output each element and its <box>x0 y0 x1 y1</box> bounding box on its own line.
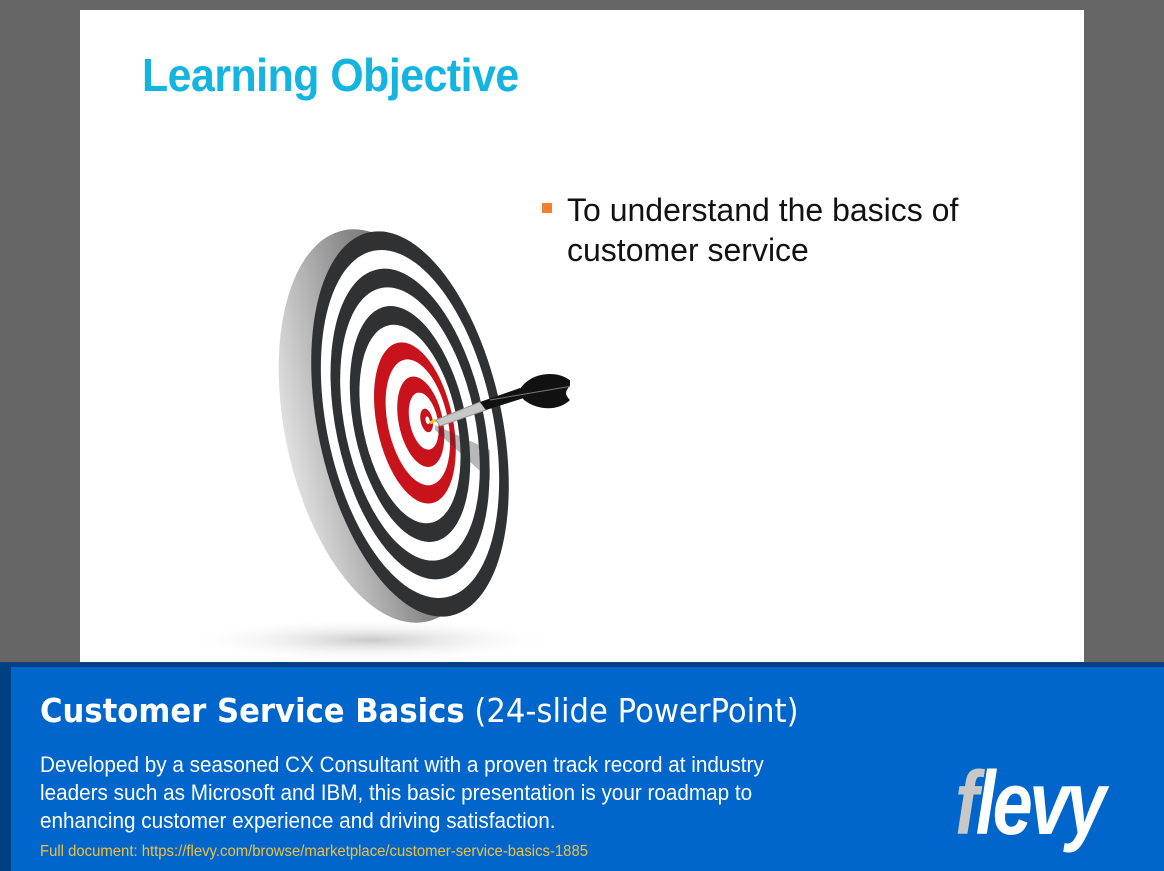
bullet-item: To understand the basics of customer ser… <box>541 190 1001 270</box>
slide-title: Learning Objective <box>142 49 519 101</box>
document-title-main: Customer Service Basics <box>40 691 465 730</box>
logo-letter-f: f <box>955 754 979 854</box>
document-description: Developed by a seasoned CX Consultant wi… <box>40 752 764 833</box>
document-title-format: (24-slide PowerPoint) <box>474 691 799 730</box>
bullet-square-icon <box>542 203 552 213</box>
logo-letters-rest: levy <box>975 754 1107 854</box>
full-document-link[interactable]: Full document: https://flevy.com/browse/… <box>40 843 589 860</box>
bullet-list: To understand the basics of customer ser… <box>541 190 1001 270</box>
document-title: Customer Service Basics (24-slide PowerP… <box>40 691 799 730</box>
banner-left-strip <box>0 667 11 871</box>
flevy-logo[interactable]: flevy <box>955 759 1106 849</box>
dartboard-with-dart-icon <box>190 229 570 662</box>
promo-banner: Customer Service Basics (24-slide PowerP… <box>0 662 1164 871</box>
bullet-text: To understand the basics of customer ser… <box>567 192 959 268</box>
slide: Learning Objective <box>80 10 1084 662</box>
